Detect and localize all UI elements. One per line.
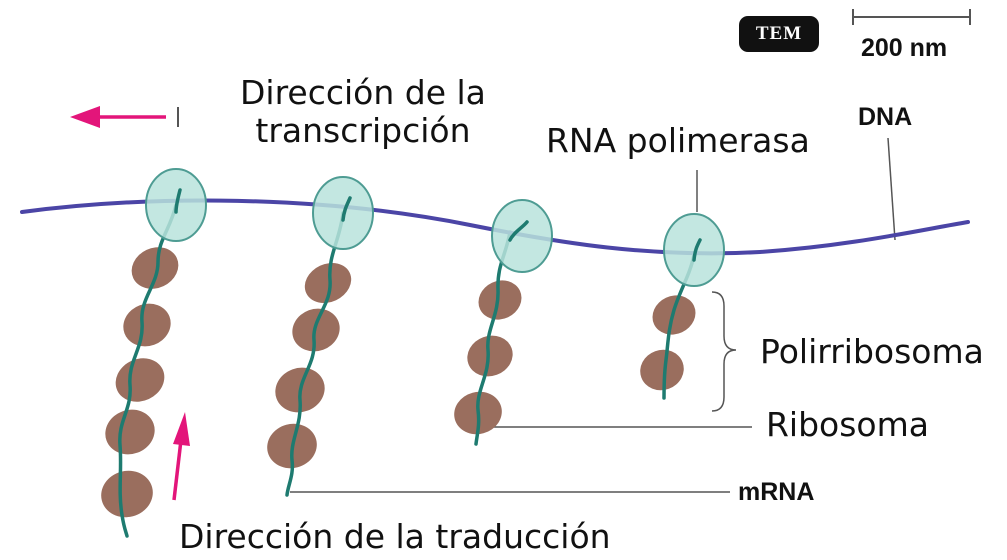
mrna-strand [474, 230, 512, 446]
scale-bar-label: 200 nm [861, 34, 948, 62]
tem-badge: TEM [739, 16, 819, 52]
ribosome [115, 358, 165, 402]
mrna-strand [285, 211, 345, 497]
ribosome [123, 303, 171, 347]
rna-polymerase [491, 199, 553, 273]
ribosome-label: Ribosoma [766, 405, 929, 444]
scale-bar [852, 9, 971, 25]
ribosome [101, 470, 153, 518]
ribosome [467, 335, 513, 377]
mrna-strand [508, 220, 529, 242]
ribosome [304, 263, 352, 303]
ribosome [131, 247, 179, 289]
ribosome [105, 409, 155, 455]
ribosome [478, 280, 522, 320]
transcription-direction-arrow [70, 106, 179, 128]
mrna-label: mRNA [738, 478, 815, 506]
transcription-unit-3 [454, 230, 522, 446]
polyribosome-label: Polirribosoma [760, 332, 984, 371]
dna-leader-line [887, 137, 896, 241]
dna-label: DNA [858, 103, 913, 131]
mrna-strand [174, 188, 182, 214]
mrna-strand [341, 196, 352, 222]
transcription-unit-2 [267, 211, 352, 497]
transcription-direction-label: Dirección de la transcripción [240, 73, 486, 150]
rna-polymerase [663, 213, 725, 287]
transcription-unit-1 [101, 203, 179, 538]
polyribosome-brace [711, 291, 737, 412]
translation-direction-arrow [172, 412, 190, 501]
ribosome [640, 349, 684, 391]
translation-direction-label: Dirección de la traducción [179, 517, 611, 556]
mrna-strand [692, 238, 702, 262]
mrna-strand [118, 203, 178, 538]
rna-polymerase-label: RNA polimerasa [546, 121, 810, 160]
